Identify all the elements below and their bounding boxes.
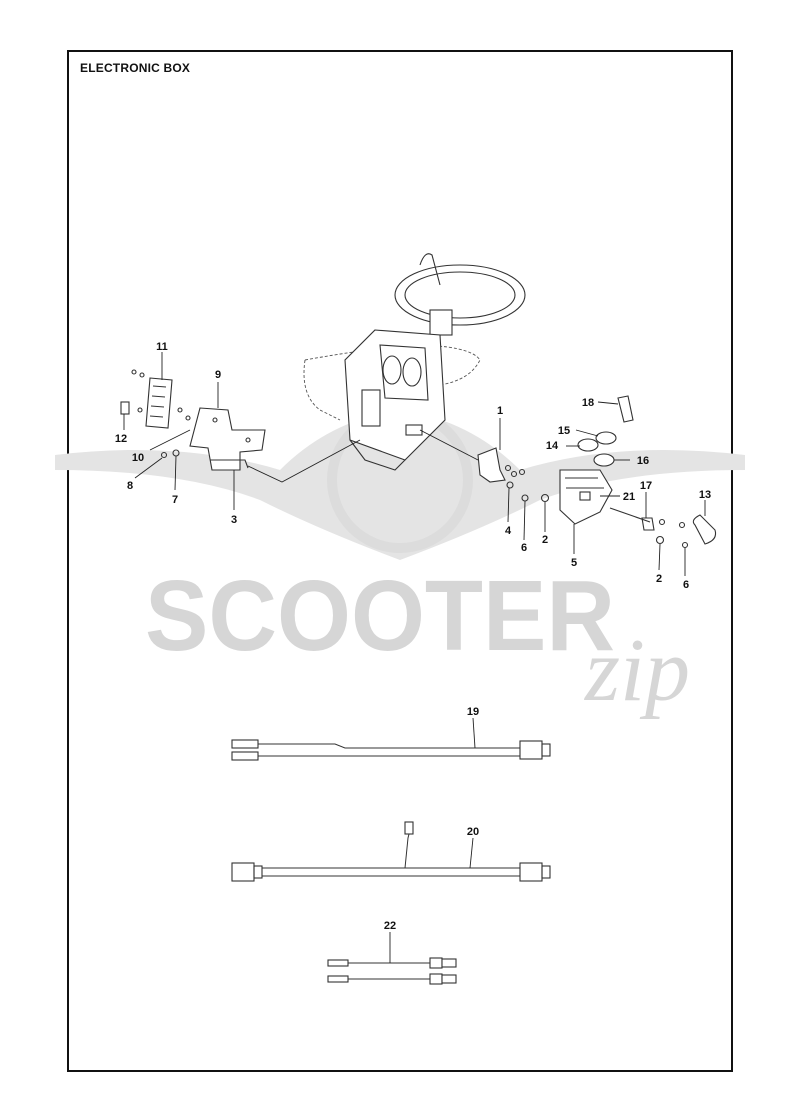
callout-15: 15: [558, 425, 570, 437]
left-bracket-assembly: [120, 369, 361, 483]
watermark-swoosh: [55, 410, 745, 560]
rotary-switch: [577, 438, 599, 452]
watermark-script: zip: [583, 621, 690, 720]
cable-20: [231, 821, 551, 882]
callout-8: 8: [127, 480, 133, 492]
callout-3: 3: [231, 514, 237, 526]
connector: [231, 862, 255, 882]
circuit-board: [145, 377, 173, 429]
callout-12: 12: [115, 433, 127, 445]
callout-1: 1: [497, 405, 503, 417]
steering-knob: [419, 253, 441, 286]
watermark: SCOOTER zip: [55, 407, 745, 720]
callout-11: 11: [156, 341, 168, 353]
rotary-switch: [595, 431, 617, 445]
callout-5: 5: [571, 557, 577, 569]
cable-22: [327, 957, 457, 985]
callout-14: 14: [546, 440, 559, 452]
callout-9: 9: [215, 369, 221, 381]
callout-17: 17: [640, 480, 652, 492]
mounting-plate: [189, 407, 266, 471]
page-frame: [67, 50, 733, 1072]
callout-22: 22: [384, 920, 396, 932]
callout-numbers: 1 2 2 3 4 5 6 6 7 8 9 10 11 12 13 14 15 …: [115, 341, 711, 932]
ignition-key: [617, 395, 634, 423]
fuse-holder: [120, 401, 130, 415]
cap: [692, 514, 717, 545]
switch-bracket: [477, 447, 506, 483]
callout-2: 2: [542, 534, 548, 546]
callout-13: 13: [699, 489, 711, 501]
screw: [160, 451, 168, 459]
right-switch-assembly: [419, 395, 717, 549]
leader-lines: [123, 352, 706, 963]
callout-19: 19: [467, 706, 479, 718]
steering-console: [303, 253, 526, 471]
hood-outline: [303, 344, 481, 421]
connector: [519, 740, 543, 760]
callout-18: 18: [582, 397, 594, 409]
watermark-text: SCOOTER: [145, 560, 615, 672]
callout-10: 10: [132, 452, 144, 464]
callout-21: 21: [623, 491, 635, 503]
page-title: ELECTRONIC BOX: [80, 61, 191, 75]
callout-6: 6: [521, 542, 527, 554]
callout-4: 4: [505, 525, 512, 537]
cable-19: [231, 739, 551, 761]
callout-20: 20: [467, 826, 479, 838]
callout-7: 7: [172, 494, 178, 506]
steering-wheel: [394, 264, 526, 326]
callout-2: 2: [656, 573, 662, 585]
connector: [519, 862, 543, 882]
callout-6: 6: [683, 579, 689, 591]
switch-housing: [559, 469, 613, 525]
callout-16: 16: [637, 455, 649, 467]
